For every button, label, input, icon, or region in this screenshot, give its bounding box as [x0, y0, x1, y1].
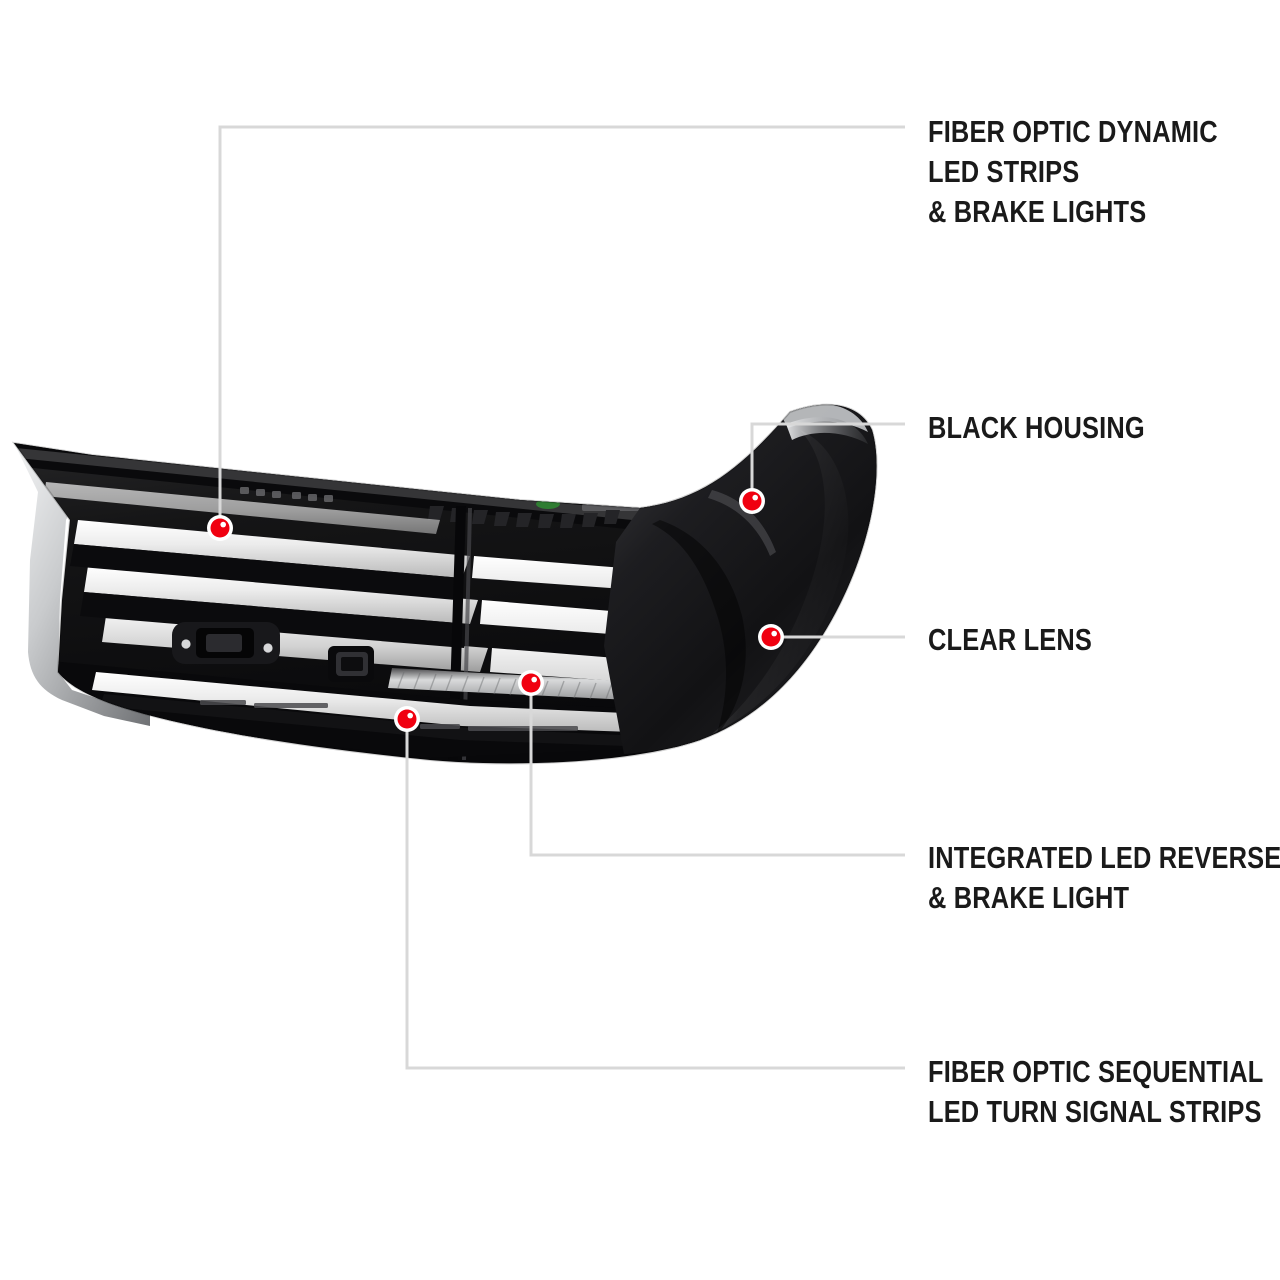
callout-label-black-housing: BLACK HOUSING [928, 408, 1145, 448]
led-strip-separators [70, 544, 470, 648]
housing-top-highlight [16, 424, 792, 522]
lens-divider-line [448, 506, 472, 760]
callout-label-line: FIBER OPTIC SEQUENTIAL [928, 1054, 1264, 1089]
bulb-socket-port [328, 646, 374, 682]
callout-label-clear-lens: CLEAR LENS [928, 620, 1092, 660]
lens-left-tip [14, 443, 150, 726]
callout-label-line: LED STRIPS [928, 154, 1080, 189]
callout-label-fiber-optic-sequential-led-turn-signal-strips: FIBER OPTIC SEQUENTIAL LED TURN SIGNAL ST… [928, 1052, 1264, 1132]
housing-inner-shadow [652, 520, 746, 736]
callout-label-line: FIBER OPTIC DYNAMIC [928, 114, 1218, 149]
callout-label-fiber-optic-dynamic-led-strips: FIBER OPTIC DYNAMIC LED STRIPS & BRAKE LIG… [928, 112, 1218, 232]
callout-label-line: LED TURN SIGNAL STRIPS [928, 1094, 1262, 1129]
callout-label-line: & BRAKE LIGHT [928, 880, 1130, 915]
callout-label-line: BLACK HOUSING [928, 410, 1145, 445]
callout-label-line: CLEAR LENS [928, 622, 1093, 657]
callout-label-line: & BRAKE LIGHTS [928, 194, 1147, 229]
bracket-screw-right [263, 643, 273, 653]
callout-label-line: INTEGRATED LED REVERSE [928, 840, 1280, 875]
bracket-screw-left [181, 639, 191, 649]
housing-gloss-sweep [712, 430, 849, 734]
callout-label-integrated-led-reverse-brake-light: INTEGRATED LED REVERSE & BRAKE LIGHT [928, 838, 1280, 918]
wiring-connector-bracket [172, 622, 280, 664]
